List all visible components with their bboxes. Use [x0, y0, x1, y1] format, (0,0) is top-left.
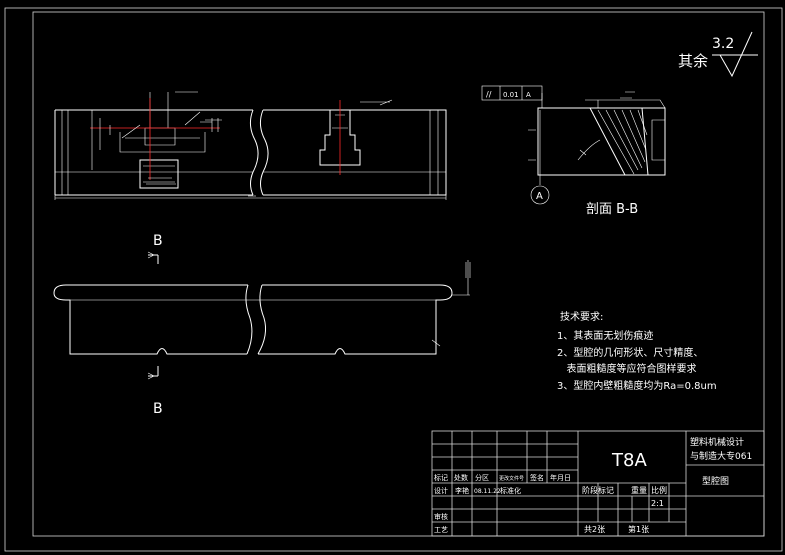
- label-date: 年月日: [550, 473, 571, 482]
- label-review: 审核: [434, 512, 448, 521]
- label-weight: 重量: [631, 485, 647, 495]
- organization-line1: 塑料机械设计: [690, 436, 744, 448]
- tech-req-item: 表面粗糙度等应符合图样要求: [557, 362, 697, 375]
- tolerance-value: 0.01: [503, 91, 519, 99]
- standardization: 标准化: [500, 486, 521, 495]
- designer: 李艳: [455, 486, 469, 495]
- tolerance-datum: A: [526, 91, 531, 99]
- sheets-total: 共2张: [584, 525, 605, 534]
- section-label: 剖面 B-B: [586, 202, 638, 217]
- part-name: 型腔图: [702, 475, 729, 487]
- scale-value: 2:1: [651, 499, 664, 508]
- label-marks: 标记: [434, 473, 448, 482]
- tolerance-symbol: //: [486, 90, 492, 99]
- label-design: 设计: [434, 486, 448, 495]
- label-scale: 比例: [651, 485, 667, 495]
- organization-line2: 与制造大专061: [690, 450, 752, 462]
- tech-req-title: 技术要求:: [560, 310, 603, 323]
- tech-req-item: 1、其表面无划伤痕迹: [557, 329, 653, 342]
- label-count: 处数: [454, 473, 468, 482]
- technical-requirements: 技术要求: 1、其表面无划伤痕迹 2、型腔的几何形状、尺寸精度、 表面粗糙度等应…: [557, 310, 717, 392]
- roughness-prefix: 其余: [678, 52, 708, 70]
- sheet-number: 第1张: [628, 524, 649, 534]
- outer-frame: [4, 7, 783, 552]
- section-marker-bottom: B: [153, 401, 163, 417]
- material: T8A: [611, 450, 647, 471]
- inner-frame: [32, 11, 765, 537]
- label-signature: 签名: [530, 473, 544, 482]
- roughness-symbol: 其余 3.2: [678, 31, 758, 78]
- label-change-doc: 更改文件号: [499, 475, 524, 482]
- tech-req-item: 3、型腔内壁粗糙度均为Ra=0.8um: [557, 379, 717, 392]
- label-stage-mark: 阶段标记: [582, 485, 614, 495]
- label-process: 工艺: [434, 526, 448, 534]
- label-zone: 分区: [475, 473, 489, 482]
- front-view: [54, 91, 447, 200]
- section-view: // 0.01 A A 剖面 B-B: [481, 85, 666, 217]
- top-view: B B: [53, 233, 471, 417]
- design-date: 08.11.22: [474, 488, 501, 495]
- roughness-value: 3.2: [712, 36, 734, 52]
- section-marker-top: B: [153, 233, 163, 249]
- tech-req-item: 2、型腔的几何形状、尺寸精度、: [557, 346, 703, 359]
- title-block: T8A 塑料机械设计 与制造大专061 型腔图 标记 处数 分区 更改文件号 签…: [431, 430, 765, 537]
- datum-label: A: [536, 191, 543, 202]
